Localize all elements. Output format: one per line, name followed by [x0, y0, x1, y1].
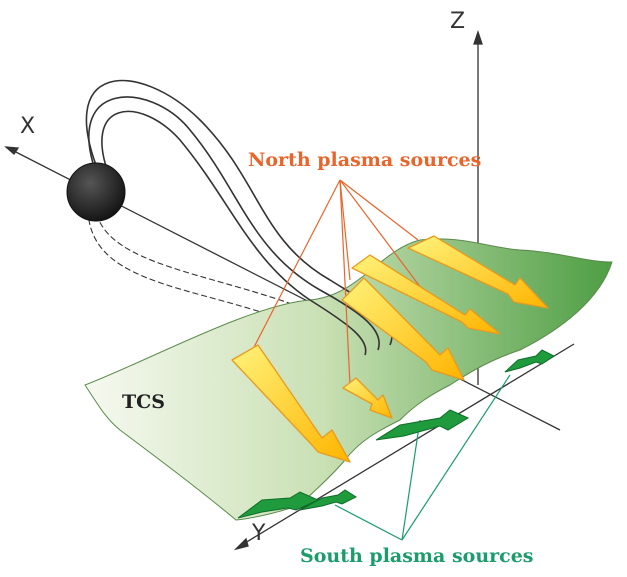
field-line: [88, 96, 380, 351]
north-connector: [339, 179, 351, 281]
yellow-arrow-icon: [407, 235, 549, 309]
tcs-label: TCS: [122, 391, 165, 413]
x-axis-arrowhead: [4, 146, 20, 155]
south-source-arrows: [237, 349, 555, 519]
green-arrow-icon: [299, 489, 358, 511]
y-axis-line: [239, 343, 575, 547]
green-arrow-icon: [504, 349, 555, 373]
south-connectors: [334, 374, 511, 541]
axis-x-label: X: [20, 114, 35, 139]
axis-z-label: Z: [450, 9, 465, 34]
north-connector: [339, 179, 431, 301]
yellow-arrow-icon: [351, 254, 501, 335]
north-connectors: [249, 179, 431, 386]
north-source-arrows: [231, 235, 549, 463]
green-arrow-icon: [375, 409, 470, 441]
north-connector: [249, 179, 341, 356]
south-plasma-sources-label: South plasma sources: [300, 545, 534, 567]
north-connector: [339, 179, 419, 241]
planet-sphere-icon: [66, 162, 126, 222]
z-axis-arrowhead: [473, 29, 483, 45]
axis-y-label: Y: [251, 521, 266, 546]
thin-current-sheet: [84, 238, 613, 521]
north-connector: [339, 179, 351, 386]
y-axis-arrowhead: [233, 537, 249, 551]
yellow-arrow-icon: [342, 377, 393, 419]
yellow-arrow-icon: [341, 277, 465, 381]
yellow-arrow-icon: [231, 344, 351, 463]
north-plasma-sources-label: North plasma sources: [248, 149, 481, 171]
south-connector: [401, 374, 511, 541]
south-connector: [334, 504, 403, 541]
south-connector: [401, 419, 421, 541]
field-line: [101, 110, 367, 356]
